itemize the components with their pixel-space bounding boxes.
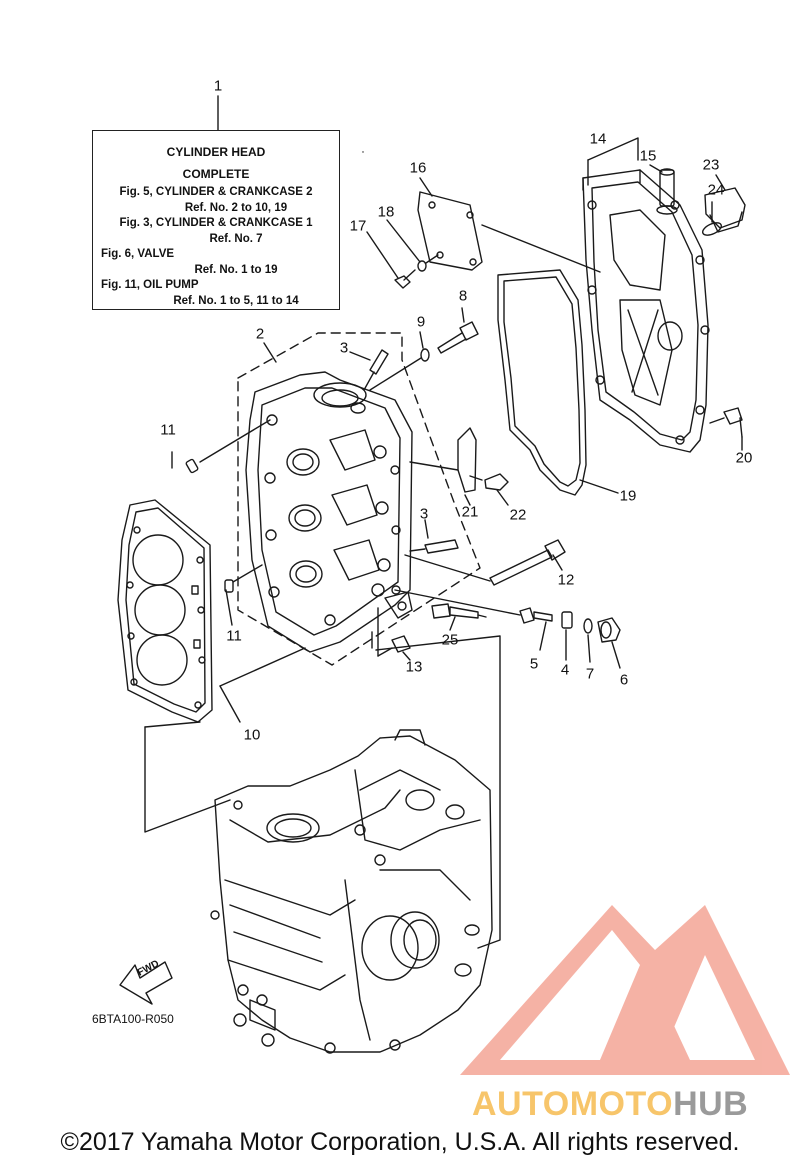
watermark-logo bbox=[460, 905, 790, 1075]
sleeve-4 bbox=[561, 611, 573, 629]
seal-ring-7 bbox=[583, 618, 593, 634]
callout-1: 1 bbox=[213, 77, 223, 95]
drain-plug-6 bbox=[597, 617, 621, 643]
bolt-13 bbox=[377, 635, 411, 657]
dowel-11-upper bbox=[185, 458, 199, 474]
callout-8: 8 bbox=[458, 287, 468, 305]
callout-9: 9 bbox=[416, 313, 426, 331]
info-ref-line: Ref. No. 7 bbox=[209, 232, 263, 245]
bolt-5 bbox=[519, 607, 553, 624]
callout-17: 17 bbox=[349, 217, 367, 235]
callout-20: 20 bbox=[735, 449, 753, 467]
bolt-12 bbox=[489, 539, 566, 586]
callout-11: 11 bbox=[160, 421, 176, 439]
callout-14: 14 bbox=[589, 130, 607, 148]
o-ring bbox=[701, 222, 723, 236]
spark-plug-25 bbox=[431, 603, 487, 619]
callout-23: 23 bbox=[702, 156, 720, 174]
washer-9 bbox=[420, 348, 430, 362]
info-box-title-line-2: COMPLETE bbox=[182, 167, 250, 181]
info-box-title-line-1: CYLINDER HEAD bbox=[166, 145, 266, 159]
info-ref-line: Ref. No. 2 to 10, 19 bbox=[184, 201, 288, 214]
callout-6: 6 bbox=[619, 671, 629, 689]
fwd-arrow bbox=[119, 961, 173, 1005]
callout-2: 2 bbox=[255, 325, 265, 343]
callout-12: 12 bbox=[557, 571, 575, 589]
callout-16: 16 bbox=[409, 159, 427, 177]
leader-14 bbox=[587, 137, 639, 161]
cover-plate bbox=[417, 191, 483, 271]
callout-13: 13 bbox=[405, 658, 423, 676]
bracket-21 bbox=[457, 427, 477, 493]
bolt-22 bbox=[469, 473, 509, 491]
stud-3-upper bbox=[369, 349, 389, 375]
callout-25: 25 bbox=[441, 631, 459, 649]
cylinder-head-dashed-outline bbox=[237, 332, 481, 666]
info-fig-line: Fig. 3, CYLINDER & CRANKCASE 1 bbox=[119, 217, 313, 229]
callout-4: 4 bbox=[560, 661, 570, 679]
callout-22: 22 bbox=[509, 506, 527, 524]
callout-11: 11 bbox=[226, 627, 242, 645]
info-ref-line: Ref. No. 1 to 19 bbox=[194, 263, 278, 276]
block-bracket bbox=[144, 726, 231, 833]
callout-24: 24 bbox=[707, 181, 725, 199]
copyright-notice: ©2017 Yamaha Motor Corporation, U.S.A. A… bbox=[60, 1128, 740, 1156]
info-fig-line: Fig. 5, CYLINDER & CRANKCASE 2 bbox=[119, 186, 313, 198]
callout-18: 18 bbox=[377, 203, 395, 221]
watermark-text-part-1: AUTOMOTO bbox=[472, 1085, 674, 1123]
head-cover-gasket bbox=[497, 269, 587, 496]
callout-15: 15 bbox=[639, 147, 657, 165]
head-gasket bbox=[117, 499, 213, 723]
callout-19: 19 bbox=[619, 487, 637, 505]
info-ref-line: Ref. No. 1 to 5, 11 to 14 bbox=[173, 294, 299, 307]
stud-3-lower bbox=[424, 539, 459, 554]
cylinder-head-cover bbox=[582, 169, 710, 453]
breather-fitting bbox=[656, 168, 678, 215]
cylinder-head-body bbox=[245, 371, 413, 653]
info-fig-line: Fig. 6, VALVE bbox=[101, 248, 175, 260]
dowel-11-lower bbox=[224, 579, 234, 593]
bolt-20 bbox=[709, 407, 743, 425]
info-box: CYLINDER HEAD COMPLETE Fig. 5, CYLINDER … bbox=[92, 130, 340, 310]
watermark-text: AUTOMOTOHUB bbox=[472, 1085, 748, 1124]
callout-21: 21 bbox=[461, 503, 479, 521]
part-code: 6BTA100-R050 bbox=[92, 1012, 174, 1026]
watermark-text-part-2: HUB bbox=[673, 1085, 749, 1123]
callout-7: 7 bbox=[585, 665, 595, 683]
callout-10: 10 bbox=[243, 726, 261, 744]
callout-3: 3 bbox=[339, 339, 349, 357]
bolt-17 bbox=[394, 269, 416, 289]
washer-18 bbox=[417, 260, 427, 272]
callout-5: 5 bbox=[529, 655, 539, 673]
cylinder-block bbox=[210, 729, 493, 1054]
info-fig-line: Fig. 11, OIL PUMP bbox=[101, 279, 199, 291]
bolt-8 bbox=[437, 321, 479, 354]
callout-3: 3 bbox=[419, 505, 429, 523]
